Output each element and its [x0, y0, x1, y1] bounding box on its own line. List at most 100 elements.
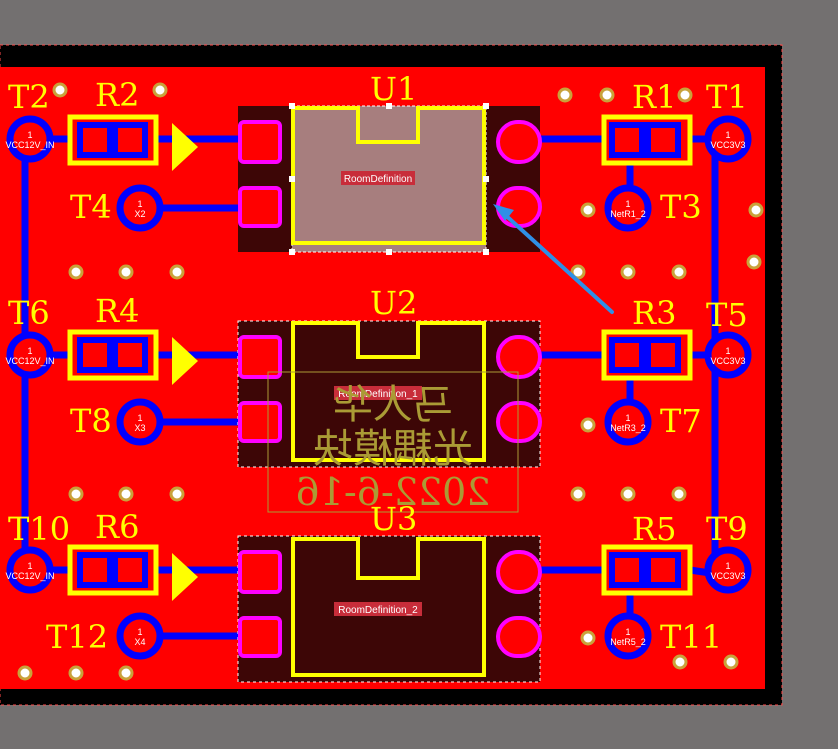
via-hole[interactable]: [723, 654, 739, 670]
via-hole[interactable]: [68, 665, 84, 681]
via-hole[interactable]: [118, 665, 134, 681]
via-hole[interactable]: [671, 264, 687, 280]
designator-t8: T8: [70, 402, 112, 440]
resistor-r5[interactable]: [601, 544, 693, 596]
designator-r6: R6: [95, 508, 139, 546]
selection-handle[interactable]: [386, 249, 392, 255]
selection-handle[interactable]: [289, 176, 295, 182]
selection-handle[interactable]: [483, 103, 489, 109]
net-label-netr1: NetR1_2: [610, 209, 646, 219]
pad-t8[interactable]: [116, 398, 164, 446]
resistor-r3[interactable]: [601, 329, 693, 381]
u1-pad[interactable]: [238, 120, 282, 164]
via-hole[interactable]: [118, 264, 134, 280]
via-hole[interactable]: [17, 665, 33, 681]
via-hole[interactable]: [620, 264, 636, 280]
component-u3[interactable]: RoomDefinition_2: [237, 535, 542, 683]
pad-net-labels: 1 VCC12V_IN 1 VCC12V_IN 1 VCC12V_IN 1 VC…: [5, 130, 745, 647]
selection-handle[interactable]: [483, 249, 489, 255]
pad-t5[interactable]: [704, 331, 752, 379]
pad-number: 1: [137, 627, 142, 637]
polarity-markers: [172, 123, 198, 601]
pad-number: 1: [725, 561, 730, 571]
resistor-r2[interactable]: [67, 114, 159, 166]
resistors: [67, 114, 693, 596]
pad-number: 1: [725, 346, 730, 356]
via-hole[interactable]: [68, 486, 84, 502]
u3-pad[interactable]: [238, 550, 282, 594]
component-u1[interactable]: RoomDefinition: [238, 103, 542, 255]
component-u2[interactable]: RoomDefinition_1: [237, 320, 542, 468]
via-hole[interactable]: [671, 486, 687, 502]
designator-t4: T4: [70, 188, 112, 226]
u3-pad[interactable]: [496, 616, 542, 658]
r6-pad: [77, 552, 113, 588]
designator-t2: T2: [8, 78, 50, 116]
pad-number: 1: [27, 346, 32, 356]
pad-t9[interactable]: [704, 546, 752, 594]
u2-pad[interactable]: [238, 335, 282, 379]
via-hole[interactable]: [570, 486, 586, 502]
pad-t7[interactable]: [604, 398, 652, 446]
u2-pad[interactable]: [496, 401, 542, 443]
room-label-bg: [334, 602, 422, 616]
selection-handle[interactable]: [289, 249, 295, 255]
u3-pad[interactable]: [238, 616, 282, 658]
via-hole[interactable]: [677, 87, 693, 103]
via-hole[interactable]: [169, 486, 185, 502]
via-hole[interactable]: [580, 417, 596, 433]
via-hole[interactable]: [672, 654, 688, 670]
u1-pad[interactable]: [238, 186, 282, 228]
resistor-r4[interactable]: [67, 329, 159, 381]
polarity-triangle: [172, 337, 198, 385]
pad-t1[interactable]: [704, 115, 752, 163]
selection-handles: [289, 103, 489, 255]
u2-pad[interactable]: [238, 401, 282, 443]
r6-pad: [112, 552, 148, 588]
via-hole[interactable]: [68, 264, 84, 280]
via-hole[interactable]: [557, 87, 573, 103]
pad-t6[interactable]: [6, 331, 54, 379]
pad-t4[interactable]: [116, 184, 164, 232]
u1-pad[interactable]: [496, 186, 542, 228]
designator-t12: T12: [46, 618, 108, 656]
selection-handle[interactable]: [289, 103, 295, 109]
pad-t10[interactable]: [6, 546, 54, 594]
via-hole[interactable]: [169, 264, 185, 280]
designator-t11: T11: [660, 618, 722, 656]
pad-t11[interactable]: [604, 612, 652, 660]
r5-pad: [609, 552, 645, 588]
resistor-r6[interactable]: [67, 544, 159, 596]
selection-handle[interactable]: [483, 176, 489, 182]
via-hole[interactable]: [599, 87, 615, 103]
room-label-u3: RoomDefinition_2: [338, 605, 418, 616]
pad-t12[interactable]: [116, 612, 164, 660]
via-hole[interactable]: [620, 486, 636, 502]
r2-pad: [77, 122, 113, 158]
left-vcc-pads: [6, 115, 54, 594]
pad-t2[interactable]: [6, 115, 54, 163]
u3-pad[interactable]: [496, 550, 542, 594]
via-hole[interactable]: [118, 486, 134, 502]
via-hole[interactable]: [580, 202, 596, 218]
watermark-date: 2022-6-16: [296, 470, 491, 514]
r1-pad: [609, 122, 645, 158]
via-hole[interactable]: [152, 82, 168, 98]
via-hole[interactable]: [580, 630, 596, 646]
designators: T2 R2 U1 R1 T1 T4 T3 T6 R4 U2 R3 T5 T8 T…: [8, 70, 748, 656]
room-label-bg: [341, 171, 415, 185]
selection-handle[interactable]: [386, 103, 392, 109]
pad-t3[interactable]: [604, 184, 652, 232]
via-hole[interactable]: [748, 202, 764, 218]
via-hole[interactable]: [746, 254, 762, 270]
u1-pad[interactable]: [496, 120, 542, 164]
u2-pad[interactable]: [496, 335, 542, 379]
via-hole[interactable]: [52, 82, 68, 98]
designator-t3: T3: [660, 188, 702, 226]
resistor-r1[interactable]: [601, 114, 693, 166]
designator-u3: U3: [370, 500, 417, 538]
u2-outline: [291, 321, 486, 462]
designator-r3: R3: [632, 294, 676, 332]
via-hole[interactable]: [570, 264, 586, 280]
